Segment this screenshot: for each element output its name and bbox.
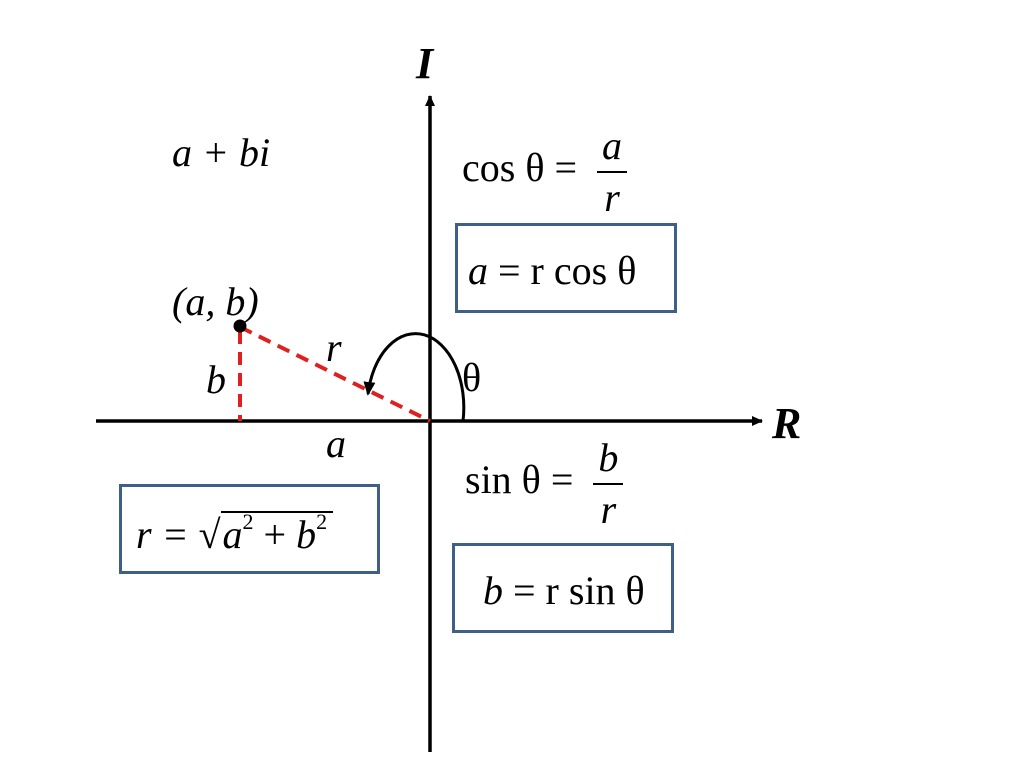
sqrt-sign: √ (198, 512, 221, 557)
label-b: b (206, 357, 226, 402)
cos-definition-lhs: cos θ = (462, 145, 588, 191)
radicand-a: a (222, 512, 243, 557)
cos-result-rest: = r cos θ (488, 248, 637, 293)
cos-result: a = r cos θ (468, 251, 636, 291)
label-a: a (326, 421, 346, 466)
modulus-formula: r = √a2 + b2 (136, 509, 334, 557)
cos-denominator: r (604, 175, 620, 220)
imaginary-axis-label: I (416, 39, 434, 88)
exponent-a: 2 (242, 509, 254, 534)
sqrt-radicand: a2 + b2 (220, 509, 334, 557)
cos-numerator: a (602, 123, 623, 168)
sin-result: b = r sin θ (483, 571, 645, 611)
sin-result-rest: = r sin θ (503, 568, 645, 613)
sin-definition-lhs: sin θ = (465, 457, 584, 503)
sin-result-box: b = r sin θ (452, 543, 674, 633)
angle-arc (363, 332, 466, 422)
fraction-bar (597, 171, 628, 173)
cos-result-lhs: a (468, 248, 488, 293)
exponent-b: 2 (316, 509, 328, 534)
complex-number-form: a + bi (172, 130, 271, 175)
modulus-lhs: r = (136, 512, 199, 557)
plus-sign: + (253, 512, 297, 557)
real-axis-label: R (772, 399, 802, 448)
label-r: r (326, 325, 342, 370)
cos-result-box: a = r cos θ (455, 223, 677, 313)
fraction-bar (593, 483, 624, 485)
radicand-b: b (296, 512, 317, 557)
sin-denominator: r (600, 487, 617, 532)
sin-result-lhs: b (483, 568, 503, 613)
angle-theta-label: θ (462, 355, 482, 400)
point-label: (a, b) (172, 279, 259, 324)
modulus-box: r = √a2 + b2 (119, 484, 380, 574)
sin-numerator: b (598, 435, 619, 480)
hypotenuse-r (239, 325, 431, 423)
point-a-b (233, 319, 247, 333)
